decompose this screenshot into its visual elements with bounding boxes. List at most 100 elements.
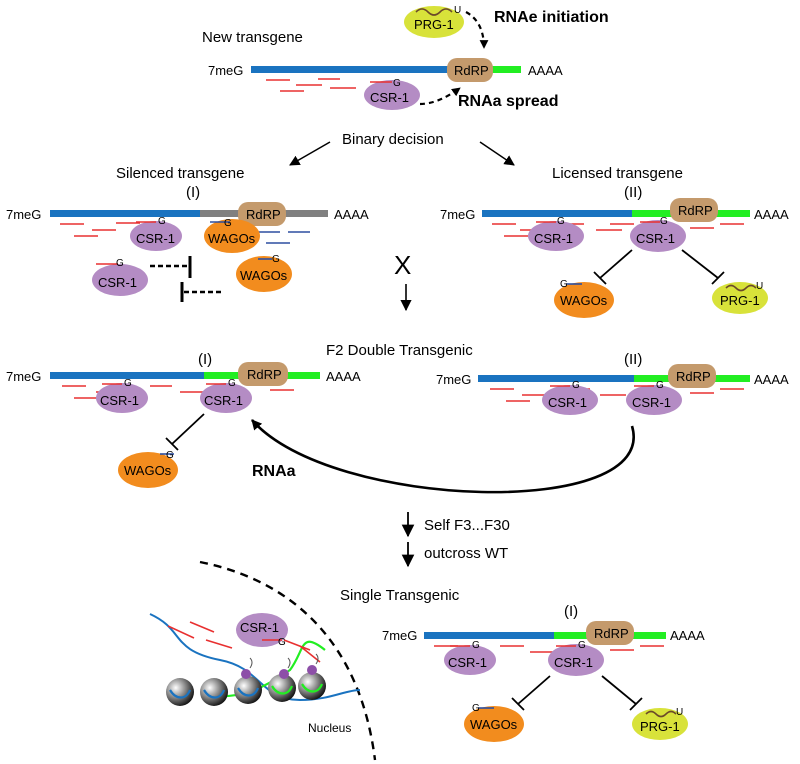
cap-label: 7meG <box>382 628 417 643</box>
rdrp-label: RdRP <box>247 367 282 382</box>
prg1-label: PRG-1 <box>414 17 454 32</box>
wagos-protein <box>554 282 614 318</box>
silenced-transgene-title: Silenced transgene <box>116 165 244 182</box>
svg-text:U: U <box>676 707 683 718</box>
pirna-strand <box>415 8 453 16</box>
nuclear-envelope <box>199 560 377 761</box>
csr1-label: CSR-1 <box>554 655 593 670</box>
svg-text:G: G <box>158 216 166 227</box>
silenced-transgene-section: Silenced transgene (I) 7meG RdRP AAAA G … <box>6 165 369 302</box>
csr1-protein <box>626 385 682 415</box>
outcross-label: outcross WT <box>424 545 508 562</box>
nucleus-panel: Nucleus G CSR-1 <box>149 560 377 761</box>
wagos-label: WAGOs <box>240 268 288 283</box>
csr1-protein <box>96 383 148 413</box>
csr1-protein <box>528 221 584 251</box>
cap-label: 7meG <box>440 207 475 222</box>
rnaa-spread-arrow <box>419 87 461 106</box>
secondary-sirnas <box>258 231 310 244</box>
rdrp-label: RdRP <box>594 626 629 641</box>
licensed-transgene-section: Licensed transgene (II) 7meG RdRP AAAA G… <box>440 165 789 318</box>
cap-label: 7meG <box>6 207 41 222</box>
small-rnas <box>266 78 356 92</box>
svg-text:G: G <box>124 378 132 389</box>
wagos-label: WAGOs <box>208 231 256 246</box>
csr1-label: CSR-1 <box>136 231 175 246</box>
csr1-protein <box>364 80 420 110</box>
polya-label: AAAA <box>326 369 361 384</box>
f2-transgene-one: (I) 7meG RdRP AAAA G CSR-1 G CSR-1 G WAG… <box>6 351 361 488</box>
pirna-u-label: U <box>454 5 461 16</box>
svg-text:G: G <box>166 450 174 461</box>
nuclear-small-rnas <box>167 621 321 663</box>
csr1-label: CSR-1 <box>448 655 487 670</box>
rnaa-spread-label: RNAa spread <box>458 93 558 110</box>
rnaa-arrow <box>251 419 635 494</box>
f2-double-title: F2 Double Transgenic <box>326 342 473 359</box>
single-transgene: (I) 7meG RdRP AAAA G CSR-1 G CSR-1 G WAG… <box>382 603 705 742</box>
rdrp-enzyme <box>668 364 716 388</box>
rdrp-enzyme <box>670 198 718 222</box>
rnae-initiation-arrow <box>465 11 489 49</box>
csr1-label: CSR-1 <box>370 90 409 105</box>
csr1-label: CSR-1 <box>240 620 279 635</box>
svg-text:G: G <box>116 258 124 269</box>
mrna-green-segment <box>471 66 521 73</box>
svg-text:G: G <box>472 640 480 651</box>
f2-state-one-label: (I) <box>198 351 212 368</box>
prg1-label: PRG-1 <box>720 293 760 308</box>
single-state-label: (I) <box>564 603 578 620</box>
prg1-protein <box>712 282 768 314</box>
csr1-label: CSR-1 <box>204 393 243 408</box>
csr1-label: CSR-1 <box>548 395 587 410</box>
csr1-protein <box>130 221 182 251</box>
prg1-label: PRG-1 <box>640 719 680 734</box>
wagos-label: WAGOs <box>470 717 518 732</box>
rdrp-enzyme <box>238 362 288 386</box>
polya-label: AAAA <box>754 372 789 387</box>
svg-text:G: G <box>228 378 236 389</box>
svg-text:G: G <box>578 640 586 651</box>
csr1-protein <box>548 644 604 676</box>
csr1-protein <box>236 613 288 647</box>
csr1-protein <box>444 645 496 675</box>
rdrp-enzyme <box>586 621 634 645</box>
licensed-state-label: (II) <box>624 184 642 201</box>
polya-label: AAAA <box>670 628 705 643</box>
silenced-state-label: (I) <box>186 184 200 201</box>
mrna-blue-segment <box>251 66 471 73</box>
rdrp-label: RdRP <box>454 63 489 78</box>
csr1-label: CSR-1 <box>100 393 139 408</box>
rdrp-label: RdRP <box>676 369 711 384</box>
wagos-label: WAGOs <box>124 463 172 478</box>
csr1-protein <box>630 220 686 252</box>
polya-label: AAAA <box>528 63 563 78</box>
single-transgenic-title: Single Transgenic <box>340 587 460 604</box>
cross-symbol: X <box>394 250 411 280</box>
nucleus-label: Nucleus <box>308 721 351 735</box>
self-cross-label: Self F3...F30 <box>424 517 510 534</box>
wagos-protein <box>464 706 524 742</box>
licensed-transgene-title: Licensed transgene <box>552 165 683 182</box>
wagos-protein <box>204 219 260 253</box>
wagos-protein <box>118 452 178 488</box>
svg-text:G: G <box>224 218 232 229</box>
cap-label: 7meG <box>6 369 41 384</box>
rnae-initiation-label: RNAe initiation <box>494 9 609 26</box>
polya-label: AAAA <box>754 207 789 222</box>
arrow-to-licensed <box>479 141 515 166</box>
csr1-label: CSR-1 <box>636 231 675 246</box>
csr1-protein <box>92 264 148 296</box>
new-transgene-section: New transgene U PRG-1 RNAe initiation 7m… <box>202 5 609 110</box>
svg-text:G: G <box>278 637 286 648</box>
csr1-protein <box>542 385 598 415</box>
rdrp-enzyme <box>447 58 493 82</box>
f2-state-two-label: (II) <box>624 351 642 368</box>
svg-text:G: G <box>656 380 664 391</box>
arrow-to-silenced <box>289 141 331 166</box>
svg-text:U: U <box>756 281 763 292</box>
rdrp-label: RdRP <box>246 207 281 222</box>
nucleosomes <box>166 653 326 706</box>
chromatin-blue <box>149 613 361 702</box>
